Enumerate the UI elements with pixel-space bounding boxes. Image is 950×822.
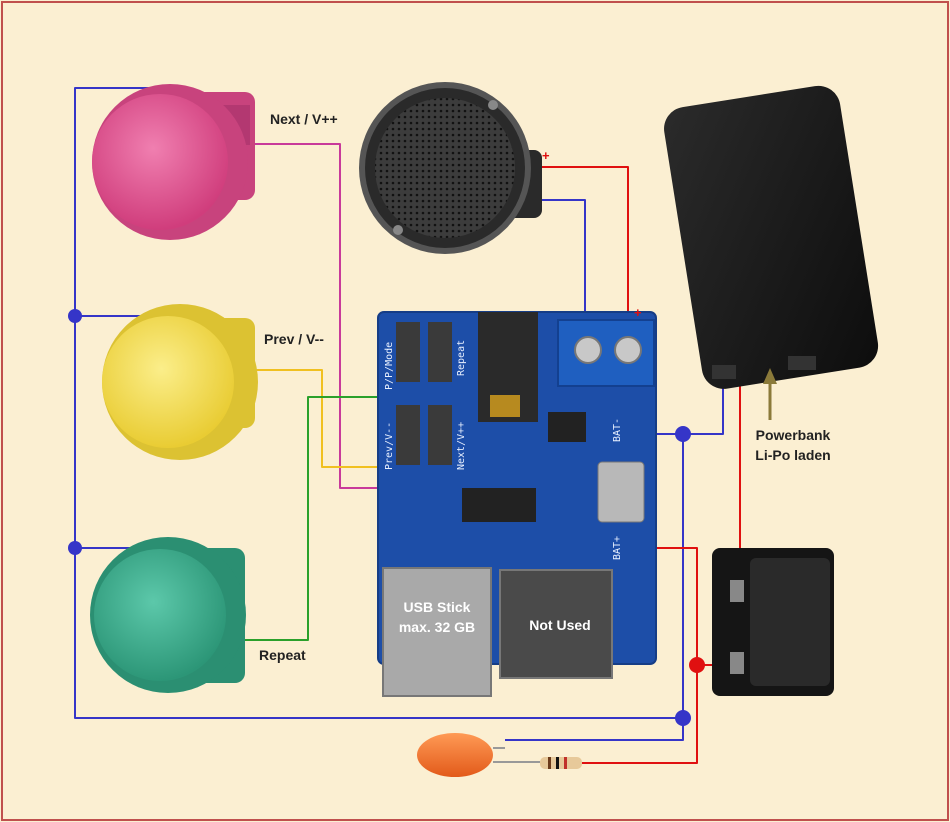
terminal-plus-label: + <box>634 305 642 320</box>
speaker: + <box>359 82 550 254</box>
junction-dot <box>68 309 82 323</box>
micro-usb-port <box>597 461 645 523</box>
pcb-label-prev: Prev/V-- <box>384 422 395 470</box>
pcb-label-bat-plus: BAT+ <box>612 536 623 560</box>
ground-wires <box>74 87 724 741</box>
charge-arrow <box>763 368 777 420</box>
junction-dot <box>675 710 691 726</box>
yellow-arcade-button <box>102 304 258 460</box>
ic-chip <box>548 412 586 442</box>
label-repeat: Repeat <box>259 647 306 663</box>
wire-prev <box>250 369 405 468</box>
pcb-label-next: Next/V++ <box>456 422 467 470</box>
sd-label: Not Used <box>529 617 590 633</box>
label-powerbank-line1: Powerbank <box>756 427 831 443</box>
pink-arcade-button <box>92 84 255 240</box>
pcb-button-next <box>428 405 452 465</box>
mp3-module-pcb: P/P/Mode Repeat Prev/V-- Next/V++ + BAT-… <box>377 305 657 697</box>
pcb-label-repeat: Repeat <box>456 340 467 376</box>
pcb-label-pp-mode: P/P/Mode <box>384 342 395 390</box>
junction-dot <box>675 426 691 442</box>
label-powerbank-line2: Li-Po laden <box>755 447 830 463</box>
label-prev: Prev / V-- <box>264 331 324 347</box>
ic-chip <box>462 488 536 522</box>
green-arcade-button <box>90 537 246 693</box>
speaker-plus-label: + <box>542 148 550 163</box>
resistor <box>540 757 582 769</box>
pcb-button-prev <box>396 405 420 465</box>
usb-label-line1: USB Stick <box>404 599 471 615</box>
pcb-button-repeat <box>428 322 452 382</box>
pcb-button-pp-mode <box>396 322 420 382</box>
junction-dot <box>68 541 82 555</box>
rocker-switch <box>712 548 834 696</box>
led <box>417 733 540 777</box>
pcb-label-bat-minus: BAT- <box>612 418 623 442</box>
junction-dot <box>689 657 705 673</box>
powerbank <box>664 85 879 389</box>
usb-label-line2: max. 32 GB <box>399 619 475 635</box>
usb-a-port <box>382 567 492 697</box>
micro-sd-slot <box>499 569 613 679</box>
label-next: Next / V++ <box>270 111 338 127</box>
